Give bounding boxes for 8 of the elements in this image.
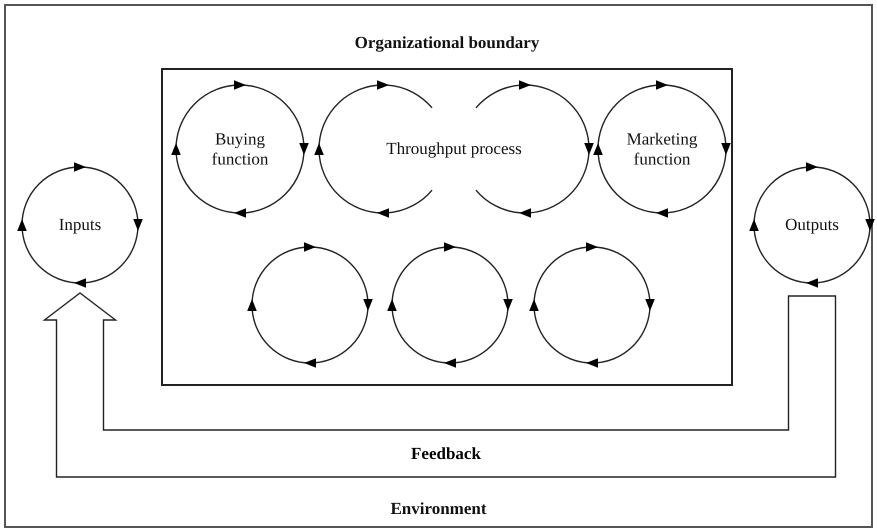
hollow-arrow bbox=[42, 292, 836, 478]
environment-label: Environment bbox=[389, 499, 488, 519]
boundary-title: Organizational boundary bbox=[354, 33, 540, 53]
node-label: Inputs bbox=[58, 215, 102, 235]
node-label: Marketing function bbox=[626, 129, 698, 169]
node-label: Buying function bbox=[210, 129, 270, 169]
node-label: Throughput process bbox=[385, 139, 523, 159]
node-label: Outputs bbox=[784, 215, 840, 235]
